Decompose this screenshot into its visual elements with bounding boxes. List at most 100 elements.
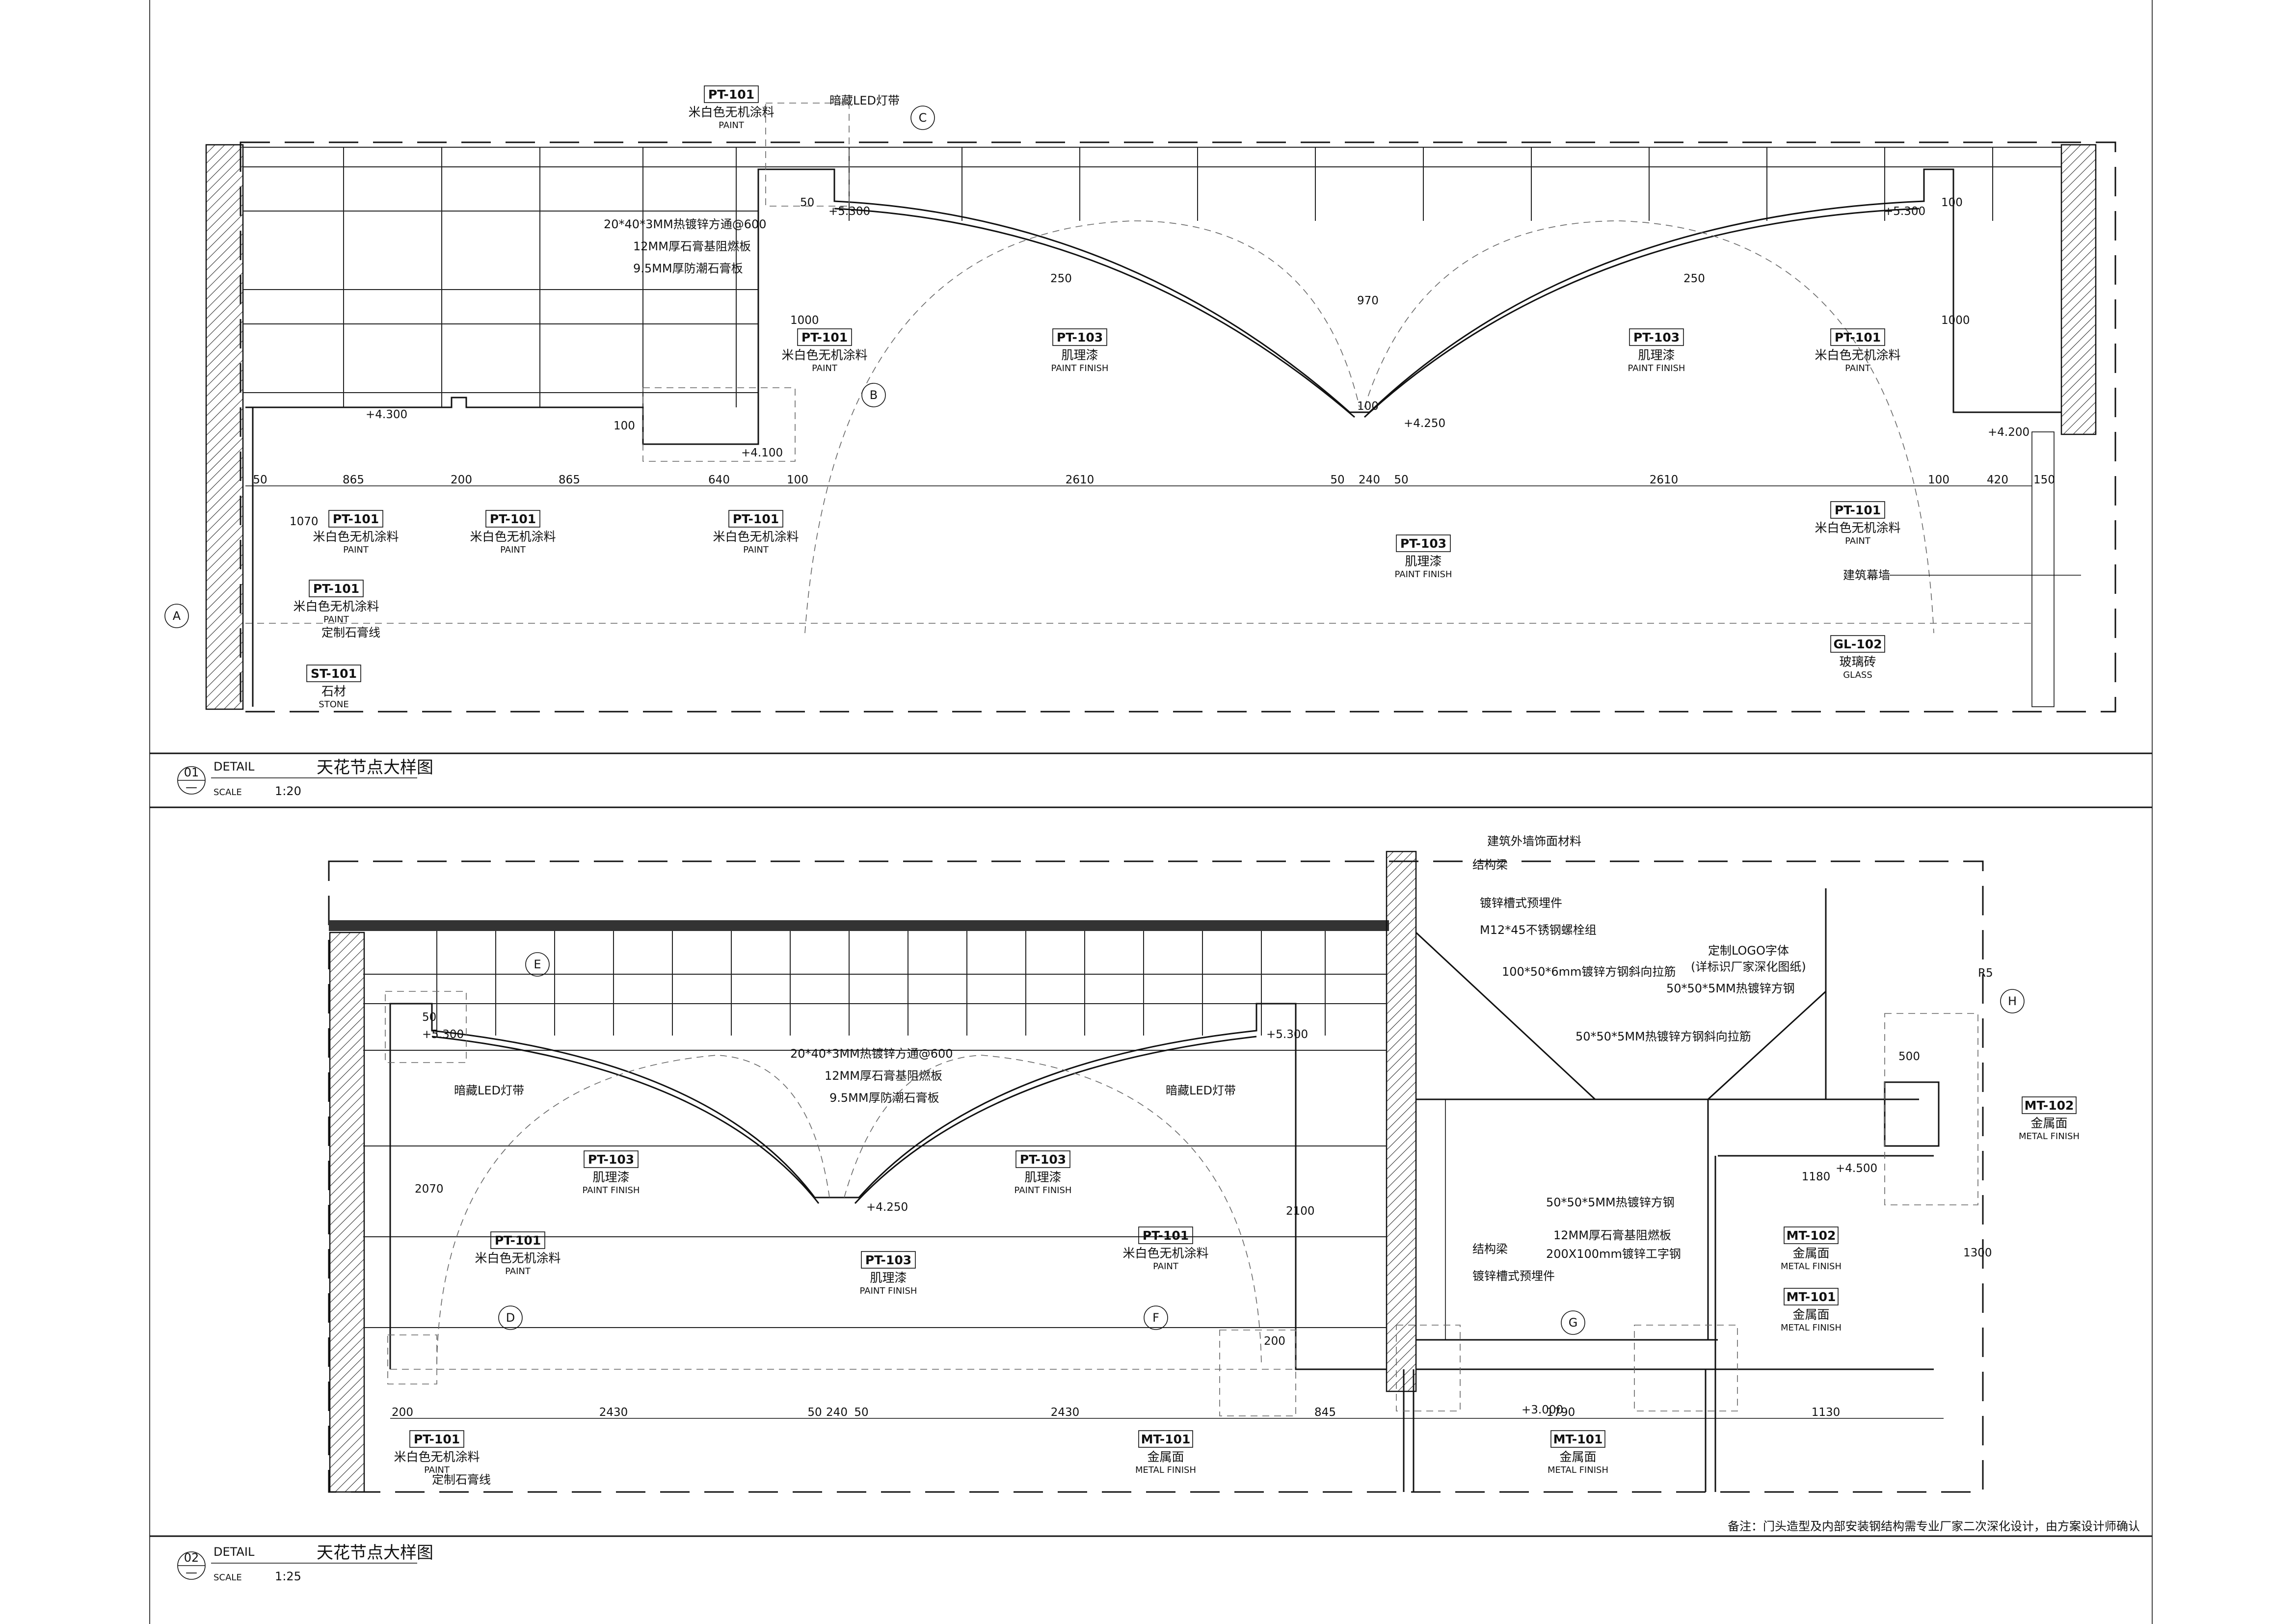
svg-text:200: 200: [392, 1406, 413, 1419]
svg-text:50: 50: [1394, 474, 1408, 486]
note-square-brace: 50*50*5MM热镀锌方钢斜向拉筋: [1575, 1030, 1751, 1043]
material-tag-finish: PAINT FINISH: [583, 1185, 640, 1196]
callout-c-label: C: [919, 111, 927, 125]
note-structural-beam-2: 结构梁: [1472, 1242, 1508, 1256]
svg-text:200: 200: [451, 474, 472, 486]
material-tag-code: PT-101: [414, 1432, 460, 1446]
detail-b-box: [642, 387, 796, 462]
material-tag-finish: PAINT: [323, 614, 349, 625]
material-tag-code: PT-103: [865, 1253, 911, 1267]
svg-text:—: —: [186, 780, 197, 794]
callout-d: D: [498, 1305, 523, 1330]
detail-c-box: [765, 103, 850, 207]
material-tag-code: PT-103: [1057, 330, 1103, 345]
svg-text:+4.500: +4.500: [1836, 1162, 1877, 1175]
material-tags: PT-101米白色无机涂料PAINTPT-101米白色无机涂料PAINTPT-1…: [293, 85, 2080, 1475]
material-tag-name: 肌理漆: [1405, 554, 1442, 568]
material-tag-finish: PAINT: [1845, 536, 1871, 546]
svg-text:2100: 2100: [1286, 1205, 1315, 1218]
svg-text:100: 100: [614, 420, 635, 432]
svg-text:250: 250: [1683, 272, 1705, 285]
material-tag-name: 米白色无机涂料: [688, 105, 774, 119]
ceiling-profile: [245, 168, 2061, 445]
svg-text:865: 865: [343, 474, 364, 486]
elev-6: +4.200: [1988, 426, 2029, 439]
note-fireproof-board: 12MM厚石膏基阻燃板: [633, 240, 751, 253]
note-embedded-channel: 镀锌槽式预埋件: [1480, 896, 1562, 910]
note-led-strip-right: 暗藏LED灯带: [1166, 1084, 1236, 1097]
arch-left-inner: [834, 208, 1355, 418]
material-tag-finish: PAINT FINISH: [1395, 569, 1452, 580]
grid-verticals-2: [436, 931, 1326, 1036]
svg-text:F: F: [1152, 1311, 1159, 1325]
svg-text:420: 420: [1987, 474, 2008, 486]
detail-02-scale-label: SCALE: [214, 1572, 242, 1583]
note-diagonal-brace: 100*50*6mm镀锌方钢斜向拉筋: [1502, 965, 1676, 979]
note-i-beam: 200X100mm镀锌工字钢: [1546, 1247, 1681, 1261]
material-tag-code: PT-101: [733, 512, 779, 526]
note-structural-beam: 结构梁: [1472, 858, 1508, 872]
note-led-strip: 暗藏LED灯带: [829, 94, 900, 107]
elev-2: +5.300: [1884, 205, 1925, 218]
material-tag-name: 肌理漆: [592, 1170, 629, 1184]
note-gypsum-board: 9.5MM厚防潮石膏板: [633, 262, 743, 275]
detail-g2-box: [1634, 1325, 1738, 1411]
material-tag-finish: PAINT: [505, 1266, 531, 1277]
svg-text:50: 50: [854, 1406, 868, 1419]
canopy-structure: [1403, 888, 1940, 1492]
material-tag-code: MT-102: [2025, 1098, 2074, 1113]
svg-text:—: —: [186, 1566, 197, 1579]
svg-text:50: 50: [800, 196, 814, 209]
material-tag-code: PT-103: [1633, 330, 1680, 345]
material-tag-name: 金属面: [2030, 1116, 2067, 1130]
svg-text:500: 500: [1898, 1050, 1920, 1063]
svg-text:H: H: [2008, 994, 2017, 1008]
material-tag-code: PT-101: [333, 512, 379, 526]
material-tag-name: 米白色无机涂料: [394, 1450, 480, 1464]
material-tag-name: 米白色无机涂料: [475, 1251, 561, 1265]
dashed-arc-left: [804, 220, 1360, 634]
svg-text:E: E: [534, 958, 541, 971]
material-tag-code: PT-101: [313, 582, 359, 596]
detail-02: E D F G H 暗藏LED灯带 暗藏LED灯带 20*40*3MM热镀锌方通…: [150, 834, 2152, 1583]
material-tag-name: 肌理漆: [1061, 348, 1098, 362]
note-gypsum-board-2: 9.5MM厚防潮石膏板: [829, 1091, 939, 1105]
svg-text:1300: 1300: [1963, 1247, 1992, 1259]
svg-text:50: 50: [422, 1011, 436, 1024]
svg-text:100: 100: [1928, 474, 1949, 486]
material-tag-code: GL-102: [1833, 637, 1882, 651]
svg-text:50: 50: [253, 474, 267, 486]
ceiling-profile-2: [389, 1003, 1387, 1370]
detail-01: C B A 暗藏LED灯带 20*40*3MM热镀锌方通@600 12MM厚石膏…: [150, 94, 2152, 808]
note-bolt-group: M12*45不锈钢螺栓组: [1480, 923, 1597, 937]
material-tag-name: 米白色无机涂料: [781, 348, 867, 362]
note-square-steel: 50*50*5MM热镀锌方钢: [1666, 982, 1795, 995]
svg-text:640: 640: [708, 474, 730, 486]
svg-text:2430: 2430: [599, 1406, 628, 1419]
note-square-steel-2: 50*50*5MM热镀锌方钢: [1546, 1196, 1675, 1209]
material-tag-finish: PAINT: [812, 363, 838, 373]
material-tag-finish: PAINT FINISH: [1051, 363, 1109, 373]
svg-text:150: 150: [2033, 474, 2055, 486]
material-tag-finish: PAINT FINISH: [1015, 1185, 1072, 1196]
dashed-arc-right-2: [844, 1055, 1262, 1365]
material-tag-code: MT-101: [1553, 1432, 1603, 1446]
material-tag-name: 玻璃砖: [1839, 655, 1876, 669]
svg-text:D: D: [506, 1311, 515, 1325]
detail-01-label: DETAIL: [214, 760, 255, 773]
elev-1: +5.300: [828, 205, 870, 218]
detail-02-dims: 200 2430 50 240 50 2430 845 1790 1130 11…: [392, 967, 1993, 1419]
material-tag-finish: PAINT FINISH: [1628, 363, 1685, 373]
svg-text:R5: R5: [1978, 967, 1993, 980]
callout-g: G: [1561, 1310, 1585, 1335]
material-tag-code: MT-101: [1787, 1290, 1836, 1304]
svg-text:50: 50: [807, 1406, 822, 1419]
